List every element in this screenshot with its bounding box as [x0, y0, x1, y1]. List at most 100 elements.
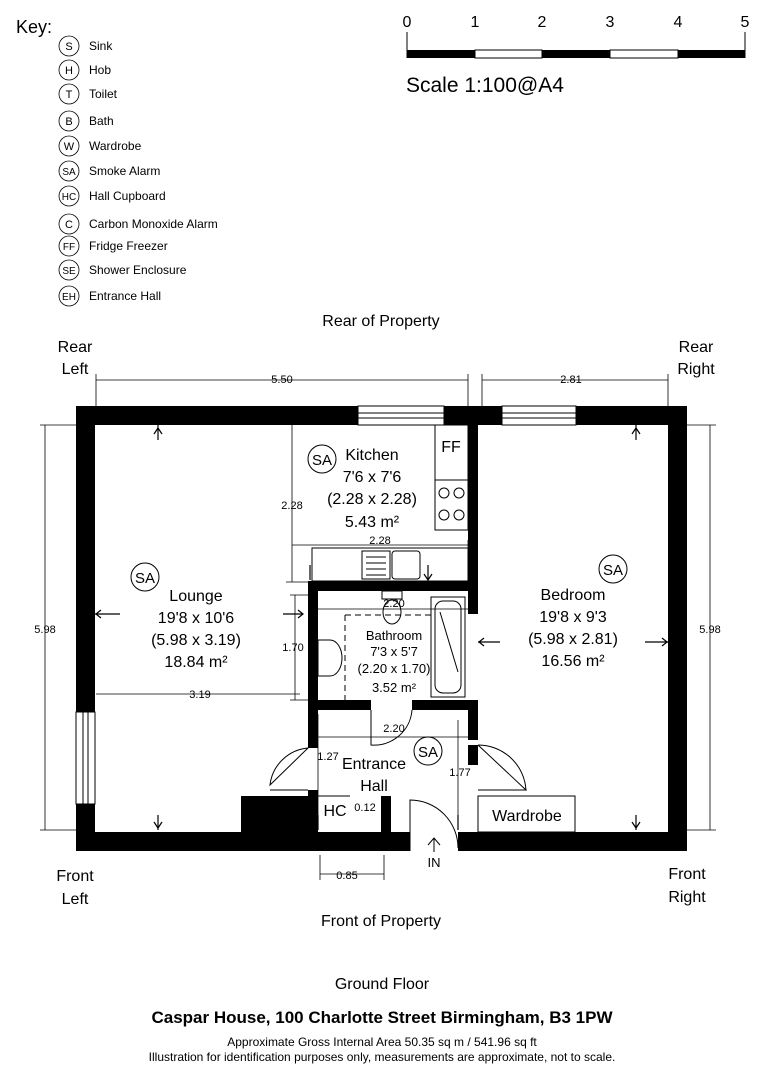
- hall-name-1: Entrance: [342, 756, 406, 773]
- key-symbol: [58, 259, 80, 281]
- key-symbol: [58, 285, 80, 307]
- front-left-label-2: Left: [62, 891, 89, 908]
- key-label: Entrance Hall: [89, 289, 161, 303]
- bathroom-imperial: 7'3 x 5'7: [370, 644, 418, 659]
- scale-tick-1: 1: [471, 14, 480, 31]
- dim-left-side: 5.98: [34, 624, 55, 636]
- bathroom-basin: [317, 639, 343, 677]
- smoke-alarm-lounge-label: SA: [135, 570, 155, 587]
- bedroom-metric: (5.98 x 2.81): [528, 631, 618, 648]
- scale-bar: 0 1 2 3 4 5 Scale 1:100@A4: [403, 14, 750, 97]
- key-label: Shower Enclosure: [89, 263, 187, 277]
- wardrobe-label: Wardrobe: [492, 808, 562, 825]
- rear-left-label-1: Rear: [58, 339, 93, 356]
- scale-tick-4: 4: [674, 14, 683, 31]
- lounge-imperial: 19'8 x 10'6: [158, 610, 234, 627]
- kitchen-sink: [391, 550, 421, 580]
- key-abbr: T: [66, 89, 73, 101]
- key-symbol: [58, 59, 80, 81]
- span-arrows: [95, 425, 668, 830]
- property-address: Caspar House, 100 Charlotte Street Birmi…: [151, 1008, 613, 1027]
- bedroom-area: 16.56 m²: [541, 653, 605, 670]
- key-label: Hob: [89, 63, 111, 77]
- rear-left-label-2: Left: [62, 361, 89, 378]
- smoke-alarm-hall: SA: [413, 736, 443, 766]
- smoke-alarm-hall-label: SA: [418, 744, 438, 761]
- key-abbr: S: [65, 41, 72, 53]
- entrance-door: [409, 799, 459, 851]
- key-abbr: EH: [62, 292, 76, 303]
- key-item: H Hob: [58, 59, 111, 81]
- key-item: SE Shower Enclosure: [58, 259, 187, 281]
- bedroom-imperial: 19'8 x 9'3: [539, 609, 607, 626]
- dim-hall-left: 1.27: [317, 751, 338, 763]
- disclaimer: Illustration for identification purposes…: [148, 1050, 616, 1064]
- bath: [430, 596, 466, 698]
- kitchen-sink-drainer: [361, 550, 391, 580]
- fridge-freezer-label: FF: [441, 439, 461, 456]
- key-item: W Wardrobe: [58, 135, 142, 157]
- fixtures: [311, 424, 576, 833]
- key-symbol: [58, 83, 80, 105]
- room-hall: Entrance Hall: [342, 756, 406, 795]
- key-item: EH Entrance Hall: [58, 285, 161, 307]
- gross-area: Approximate Gross Internal Area 50.35 sq…: [227, 1035, 537, 1049]
- scale-tick-2: 2: [538, 14, 547, 31]
- entry-label: IN: [428, 855, 441, 870]
- toilet: [382, 599, 402, 625]
- dim-bath-height: 1.70: [282, 642, 303, 654]
- window-bedroom: [501, 405, 577, 426]
- front-right-label-2: Right: [668, 889, 706, 906]
- dim-top-right: 2.81: [560, 374, 581, 386]
- key-symbol: [58, 135, 80, 157]
- floor-label: Ground Floor: [334, 976, 430, 993]
- key-label: Carbon Monoxide Alarm: [89, 217, 218, 231]
- room-lounge: Lounge 19'8 x 10'6 (5.98 x 3.19) 18.84 m…: [151, 588, 241, 671]
- key-title: Key:: [16, 17, 52, 37]
- scale-tick-3: 3: [606, 14, 615, 31]
- room-kitchen: Kitchen 7'6 x 7'6 (2.28 x 2.28) 5.43 m²: [327, 447, 417, 531]
- hall-name-2: Hall: [360, 778, 388, 795]
- key-abbr: SE: [62, 266, 76, 277]
- key-label: Hall Cupboard: [89, 189, 166, 203]
- key-abbr: B: [65, 116, 72, 128]
- room-bathroom: Bathroom 7'3 x 5'7 (2.20 x 1.70) 3.52 m²: [358, 628, 431, 695]
- key-abbr: C: [65, 219, 73, 231]
- kitchen-name: Kitchen: [345, 447, 398, 464]
- key-abbr: HC: [62, 192, 76, 203]
- dim-lounge-width: 3.19: [189, 689, 210, 701]
- dim-cupboard: 0.12: [354, 802, 375, 814]
- key-symbol: [58, 213, 80, 235]
- key-symbol: [58, 160, 80, 182]
- room-bedroom: Bedroom 19'8 x 9'3 (5.98 x 2.81) 16.56 m…: [528, 587, 618, 670]
- dim-kitchen-width: 2.28: [369, 535, 390, 547]
- walls: [76, 406, 687, 851]
- front-left-label-1: Front: [56, 868, 94, 885]
- bedroom-name: Bedroom: [541, 587, 606, 604]
- key-item: C Carbon Monoxide Alarm: [58, 213, 218, 235]
- smoke-alarm-lounge: SA: [130, 562, 160, 592]
- key-symbol: [58, 235, 80, 257]
- key-label: Wardrobe: [89, 139, 142, 153]
- dim-right-side: 5.98: [699, 624, 720, 636]
- scale-tick-0: 0: [403, 14, 412, 31]
- bathroom-door: [370, 709, 413, 746]
- lounge-metric: (5.98 x 3.19): [151, 632, 241, 649]
- smoke-alarms: SA SA SA SA: [130, 444, 628, 766]
- window-kitchen: [357, 405, 445, 426]
- key-symbol: [58, 35, 80, 57]
- fixture-labels: FF HC Wardrobe IN: [323, 439, 561, 870]
- dim-door: 0.85: [336, 870, 357, 882]
- key-abbr: W: [64, 141, 75, 153]
- key-abbr: H: [65, 65, 73, 77]
- bedroom-door: [477, 744, 527, 792]
- key-label: Fridge Freezer: [89, 239, 168, 253]
- bathroom-metric: (2.20 x 1.70): [358, 661, 431, 676]
- key-label: Smoke Alarm: [89, 164, 160, 178]
